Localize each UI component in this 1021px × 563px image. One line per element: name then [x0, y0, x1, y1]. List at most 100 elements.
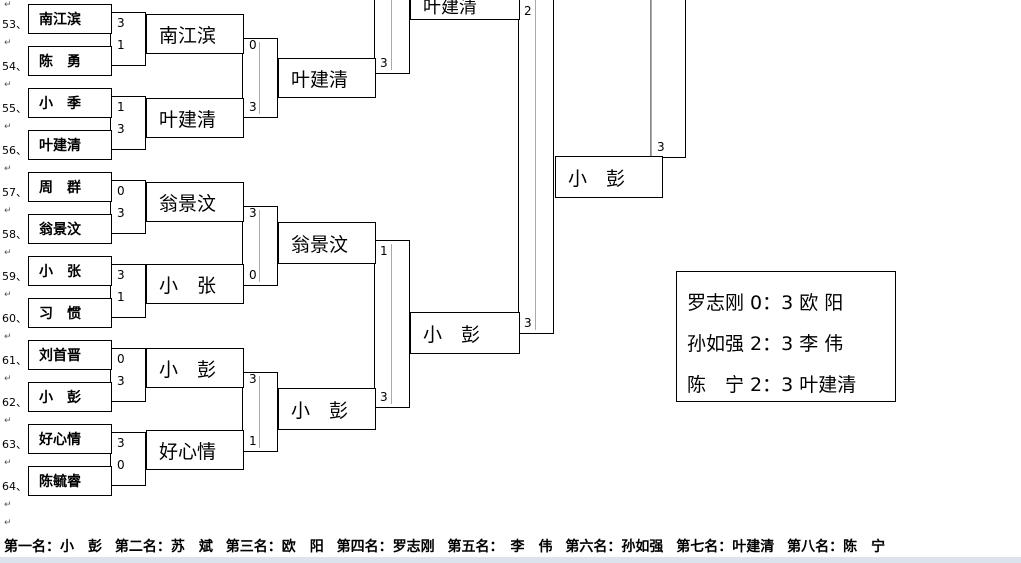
results-box: 罗志刚 0：3 欧 阳 孙如强 2：3 李 伟 陈 宁 2：3 叶建清: [676, 271, 896, 402]
row-number: 63、: [2, 438, 27, 451]
row-number: 57、: [2, 186, 27, 199]
paragraph-mark: ↵: [4, 416, 12, 426]
match-score: 0: [249, 268, 257, 282]
match-score: 0: [249, 38, 257, 52]
score-box: [242, 372, 278, 452]
connector-line: [650, 0, 651, 158]
match-score: 3: [524, 316, 532, 330]
match-score: 3: [249, 206, 257, 220]
winner-box: 翁景汶: [278, 222, 376, 264]
row-number: 56、: [2, 144, 27, 157]
score-box: [110, 96, 146, 150]
result-line: 罗志刚 0：3 欧 阳: [687, 292, 844, 314]
row-number: 62、: [2, 396, 27, 409]
row-number: 55、: [2, 102, 27, 115]
player-box: 小 张: [28, 256, 112, 286]
winner-box: 叶建清: [278, 58, 376, 98]
player-box: 刘首晋: [28, 340, 112, 370]
connector-line: [391, 244, 392, 404]
ranking-item: 第六名：孙如强: [565, 539, 664, 555]
score-box: [110, 348, 146, 402]
match-score: 3: [117, 122, 125, 136]
winner-box: 小 彭: [278, 388, 376, 430]
ranking-item: 第一名：小 彭: [4, 539, 102, 555]
paragraph-mark: ↵: [4, 374, 12, 384]
paragraph-mark: ↵: [4, 518, 12, 528]
match-score: 3: [117, 16, 125, 30]
player-box: 小 彭: [28, 382, 112, 412]
winner-box: 叶建清: [410, 0, 520, 20]
rankings-line: 第一名：小 彭 第二名：苏 斌 第三名：欧 阳 第四名：罗志刚 第五名： 李 伟…: [4, 536, 893, 556]
match-score: 3: [117, 268, 125, 282]
paragraph-mark: ↵: [4, 500, 12, 510]
score-box: [110, 432, 146, 486]
ranking-item: 第三名：欧 阳: [225, 539, 324, 555]
row-number: 59、: [2, 270, 27, 283]
match-score: 3: [657, 140, 665, 154]
winner-box: 小 彭: [555, 156, 663, 198]
score-box: [110, 12, 146, 66]
winner-box: 南江滨: [146, 14, 244, 54]
score-box: [650, 0, 686, 158]
paragraph-mark: ↵: [4, 332, 12, 342]
match-score: 3: [117, 436, 125, 450]
result-line: 陈 宁 2：3 叶建清: [687, 374, 857, 396]
player-box: 南江滨: [28, 4, 112, 34]
connector-line: [391, 0, 392, 70]
winner-box: 叶建清: [146, 98, 244, 138]
match-score: 1: [117, 38, 125, 52]
paragraph-mark: ↵: [4, 164, 12, 174]
row-number: 53、: [2, 18, 27, 31]
score-box: [242, 38, 278, 118]
ranking-item: 第七名：叶建清: [676, 539, 775, 555]
match-score: 0: [117, 458, 125, 472]
result-line: 孙如强 2：3 李 伟: [687, 333, 844, 355]
match-score: 3: [249, 100, 257, 114]
match-score: 3: [380, 56, 388, 70]
row-number: 61、: [2, 354, 27, 367]
match-score: 1: [117, 290, 125, 304]
match-score: 1: [117, 100, 125, 114]
match-score: 3: [249, 372, 257, 386]
row-number: 58、: [2, 228, 27, 241]
row-number: 54、: [2, 60, 27, 73]
winner-box: 小 彭: [410, 312, 520, 354]
paragraph-mark: ↵: [4, 206, 12, 216]
connector-line: [259, 42, 260, 114]
score-box: [518, 0, 554, 334]
match-score: 1: [249, 434, 257, 448]
score-box: [110, 264, 146, 318]
match-score: 1: [380, 244, 388, 258]
match-score: 3: [117, 206, 125, 220]
match-score: 0: [117, 184, 125, 198]
connector-line: [259, 210, 260, 282]
match-score: 3: [117, 374, 125, 388]
paragraph-mark: ↵: [4, 0, 12, 10]
player-box: 翁景汶: [28, 214, 112, 244]
paragraph-mark: ↵: [4, 38, 12, 48]
match-score: 2: [524, 4, 532, 18]
connector-line: [259, 376, 260, 448]
paragraph-mark: ↵: [4, 458, 12, 468]
player-box: 小 季: [28, 88, 112, 118]
player-box: 好心情: [28, 424, 112, 454]
match-score: 3: [380, 390, 388, 404]
score-box: [110, 180, 146, 234]
connector-line: [535, 0, 536, 330]
paragraph-mark: ↵: [4, 122, 12, 132]
paragraph-mark: ↵: [4, 290, 12, 300]
score-box: [374, 0, 410, 74]
ranking-item: 第八名：陈 宁: [787, 539, 886, 555]
winner-box: 好心情: [146, 430, 244, 470]
row-number: 60、: [2, 312, 27, 325]
ranking-item: 第四名：罗志刚: [336, 539, 435, 555]
paragraph-mark: ↵: [4, 80, 12, 90]
player-box: 习 惯: [28, 298, 112, 328]
connector-line: [651, 0, 652, 158]
player-box: 叶建清: [28, 130, 112, 160]
page-bottom-strip: [0, 557, 1021, 563]
player-box: 陈毓睿: [28, 466, 112, 496]
match-score: 0: [117, 352, 125, 366]
ranking-item: 第五名： 李 伟: [447, 539, 553, 555]
paragraph-mark: ↵: [4, 248, 12, 258]
